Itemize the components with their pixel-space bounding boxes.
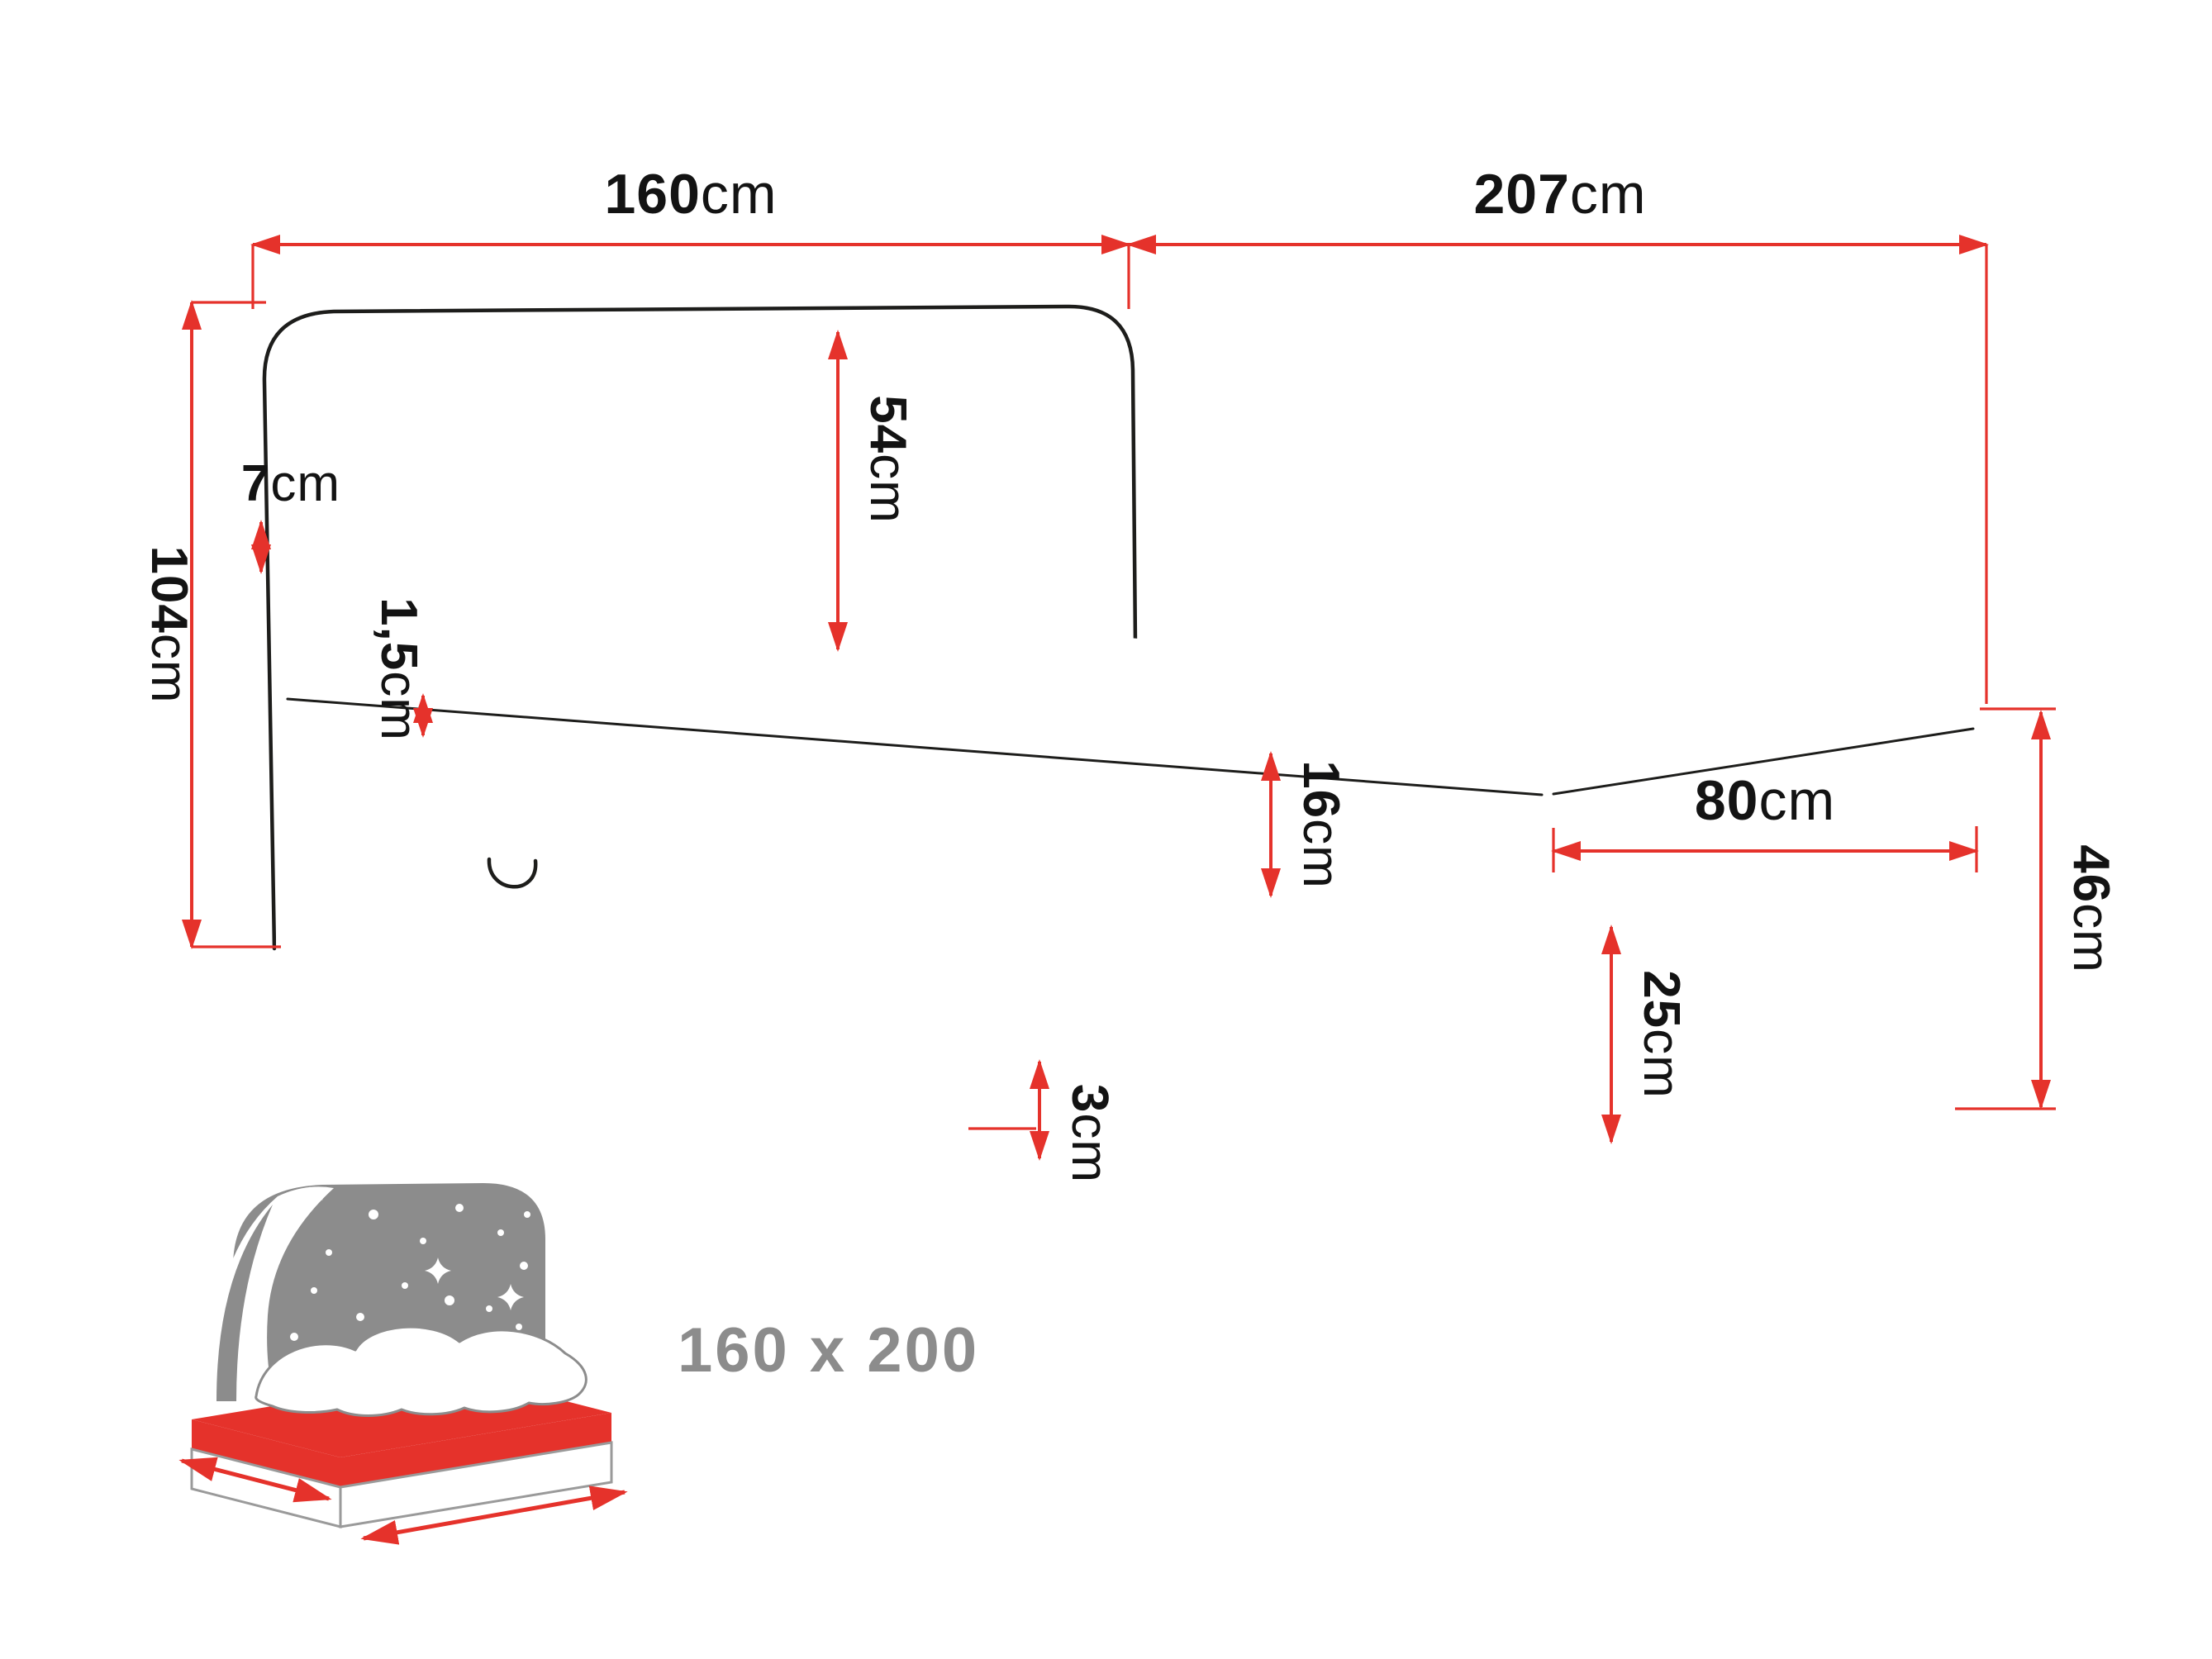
star-dot <box>420 1238 426 1244</box>
dim-unit: cm <box>1633 1029 1690 1099</box>
dim-leg-height-label: 3cm <box>1061 1084 1118 1183</box>
base-front-face <box>276 836 1568 1155</box>
mattress-foot-face <box>1550 707 1977 919</box>
star-dot <box>445 1295 454 1305</box>
star-dot <box>524 1211 530 1218</box>
star-sparkle <box>497 1284 524 1310</box>
dim-value: 104 <box>140 545 197 633</box>
dim-mattress-lip-label: 1,5cm <box>370 597 427 741</box>
dim-headboard-height-label: 104cm <box>140 545 197 703</box>
dim-cushion-height-label: 54cm <box>859 395 916 524</box>
dim-mattress-height: 16cm <box>1261 751 1349 898</box>
star-dot <box>402 1282 408 1289</box>
dim-cushion-height: 54cm <box>828 330 916 652</box>
dim-value: 25 <box>1633 970 1690 1029</box>
bed-size-pictogram: 160 x 200 <box>178 1183 979 1545</box>
star-sparkle <box>297 1186 323 1213</box>
star-dot <box>520 1262 528 1270</box>
dim-unit: cm <box>1061 1113 1118 1183</box>
dim-value: 54 <box>859 395 916 454</box>
mattress-top-surface <box>278 638 1977 772</box>
star-dot <box>369 1210 378 1219</box>
dim-value: 160 <box>604 163 700 226</box>
dim-base-height-label: 25cm <box>1633 970 1690 1099</box>
dim-storage-opening-label: 80cm <box>1695 769 1835 832</box>
star-dot <box>287 1217 295 1225</box>
dim-bed-length-label: 207cm <box>1473 163 1646 226</box>
dim-value: 1,5 <box>370 597 427 671</box>
pictogram-length-arrow <box>360 1485 628 1545</box>
headboard-cushion-left <box>291 333 716 677</box>
bed-leg-corner <box>1558 1148 1591 1208</box>
headboard-frame <box>262 304 1138 951</box>
dim-unit: cm <box>140 634 197 704</box>
pictogram-swoosh <box>208 1186 334 1405</box>
dim-value: 80 <box>1695 769 1759 832</box>
mattress-piping-foot <box>1552 727 1975 796</box>
dimension-annotations: 160cm 207cm 104cm 7cm 54cm 1,5cm <box>140 163 2119 1183</box>
dim-mattress-height-label: 16cm <box>1292 760 1349 889</box>
storage-handle <box>487 857 538 889</box>
pictogram-duvet <box>254 1325 587 1417</box>
star-dot <box>486 1305 492 1312</box>
pictogram-mattress-front-right <box>340 1413 611 1487</box>
dim-value: 7 <box>241 455 270 512</box>
dim-value: 207 <box>1473 163 1569 226</box>
dim-mattress-lip: 1,5cm <box>370 597 433 741</box>
star-dot <box>311 1287 317 1294</box>
star-dot <box>516 1324 522 1330</box>
dim-unit: cm <box>270 455 340 512</box>
dim-value: 16 <box>1292 760 1349 819</box>
dim-storage-opening: 80cm <box>1551 769 1979 861</box>
pictogram-swoosh-sliver <box>216 1205 273 1401</box>
star-dot <box>290 1333 298 1341</box>
star-sparkle <box>425 1257 451 1284</box>
star-dot <box>455 1204 464 1212</box>
dim-unit: cm <box>1570 163 1647 226</box>
dim-base-height: 25cm <box>1601 925 1690 1144</box>
star-dot <box>274 1256 281 1262</box>
dim-unit: cm <box>370 671 427 741</box>
dim-unit: cm <box>1758 769 1835 832</box>
dim-headboard-frame-label: 7cm <box>241 455 340 512</box>
dim-bed-length: 207cm <box>1126 163 1989 254</box>
pictogram-width-arrow <box>178 1457 332 1503</box>
star-dot <box>326 1249 332 1256</box>
dim-headboard-width-label: 160cm <box>604 163 777 226</box>
dim-foot-height: 46cm <box>2031 710 2119 1110</box>
dim-headboard-frame: 7cm <box>241 455 340 574</box>
base-foot-face <box>1560 849 1977 1155</box>
dim-value: 3 <box>1061 1084 1118 1113</box>
star-dot <box>356 1313 364 1321</box>
mattress-piping-front <box>286 697 1544 796</box>
footprint-label: 160 x 200 <box>678 1315 979 1386</box>
dim-unit: cm <box>2062 903 2119 973</box>
headboard-cushion-right <box>725 326 1120 666</box>
dim-unit: cm <box>859 454 916 524</box>
dim-value: 46 <box>2062 844 2119 903</box>
dim-headboard-height: 104cm <box>140 300 202 949</box>
dim-unit: cm <box>1292 819 1349 889</box>
dim-foot-height-label: 46cm <box>2062 844 2119 973</box>
mattress-front-face <box>278 676 1558 919</box>
dim-unit: cm <box>701 163 778 226</box>
bed-drawing <box>262 304 1977 1208</box>
dim-headboard-width: 160cm <box>250 163 1131 254</box>
star-dot <box>497 1229 504 1236</box>
dim-leg-height: 3cm <box>1030 1059 1118 1183</box>
bed-leg-front <box>985 1049 1018 1124</box>
